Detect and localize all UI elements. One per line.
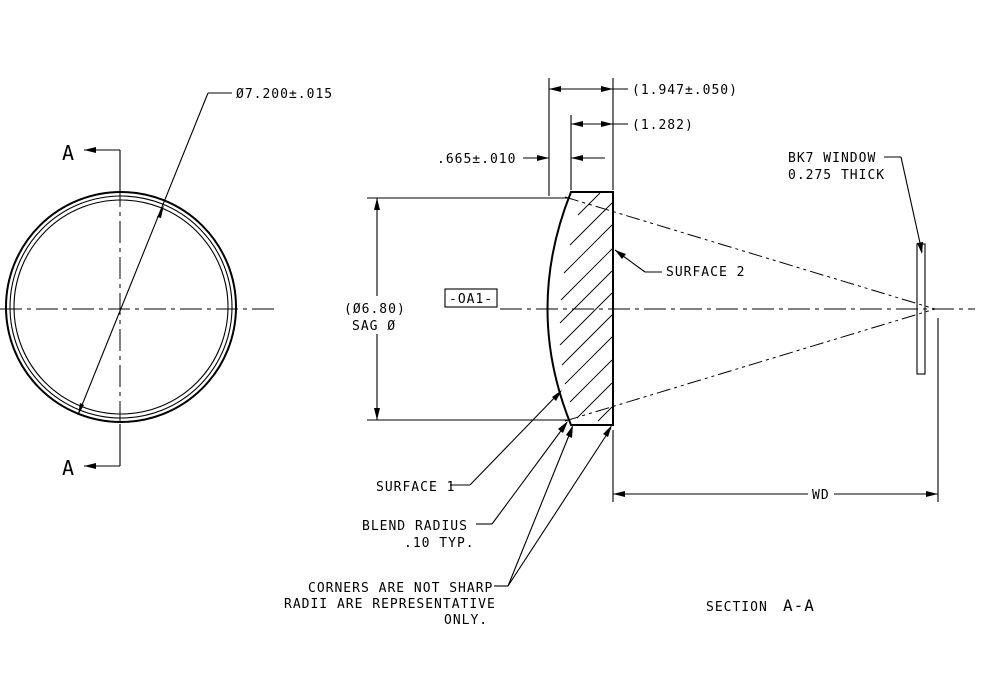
sag-diameter-sub-label: SAG Ø [352,319,396,334]
window-leader-arrow [917,242,923,254]
dim-center-arrow-left [537,155,549,161]
dim-overall-arrow-left [549,86,561,92]
surface2-label: SURFACE 2 [666,265,745,280]
blend-radius-label: BLEND RADIUS [362,519,468,534]
corners-note-line1: CORNERS ARE NOT SHARP [308,581,493,596]
sag-arrow-top [374,198,380,210]
section-title-id: A-A [783,596,815,615]
lens-outer-edge [5,191,237,423]
diameter-arrow-bottom [78,403,84,415]
lens-bevel-ring [9,195,233,419]
lens-clear-aperture [13,199,229,415]
dim-flat-arrow-left [571,121,583,127]
section-title-word: SECTION [706,600,768,615]
sag-diameter-label: (Ø6.80) [344,302,406,317]
front-view: Ø7.200±.015 A A [0,87,333,480]
datum-label: -OA1- [449,292,493,307]
corners-note-line2: RADII ARE REPRESENTATIVE [284,597,496,612]
section-marker-top: A [62,141,75,165]
ray-top [564,196,936,310]
dim-overall-arrow-right [601,86,613,92]
wd-arrow-right [926,491,938,497]
window-thickness-label: 0.275 THICK [788,168,885,183]
sag-arrow-bottom [374,408,380,420]
corners-arrow-2 [603,425,612,437]
ray-bottom [564,308,936,422]
dim-center-arrow-right [571,155,583,161]
dim-flat-label: (1.282) [632,118,694,133]
blend-arrow [558,421,568,433]
window-leader [900,156,923,253]
diameter-tolerance-label: Ø7.200±.015 [236,87,333,102]
dim-flat-arrow-right [601,121,613,127]
diameter-dimension-line [77,92,209,416]
surface1-arrow [552,390,562,401]
blend-leader [491,423,567,525]
dim-center-label: .665±.010 [437,152,516,167]
surface1-label: SURFACE 1 [376,480,455,495]
corners-arrow-1 [566,425,573,438]
section-marker-bottom: A [62,456,75,480]
lens-section-outline [546,191,614,426]
window-label: BK7 WINDOW [788,151,876,166]
dim-overall-label: (1.947±.050) [632,83,738,98]
corners-leader-2 [507,427,612,587]
surface2-arrow [615,250,626,259]
wd-arrow-left [613,491,625,497]
datum-box [444,288,498,308]
corners-note-line3: ONLY. [444,613,488,628]
section-arrow-top [84,147,96,153]
corners-leader-1 [507,427,573,587]
wd-label: WD [812,488,830,503]
lens-section-hatch [559,192,613,422]
surface1-leader [469,391,561,486]
blend-radius-typ-label: .10 TYP. [404,536,475,551]
diameter-arrow-top [157,205,164,218]
section-arrow-bottom [84,463,96,469]
section-view: (1.947±.050) (1.282) .665±.010 (Ø6.80) S… [284,78,975,628]
